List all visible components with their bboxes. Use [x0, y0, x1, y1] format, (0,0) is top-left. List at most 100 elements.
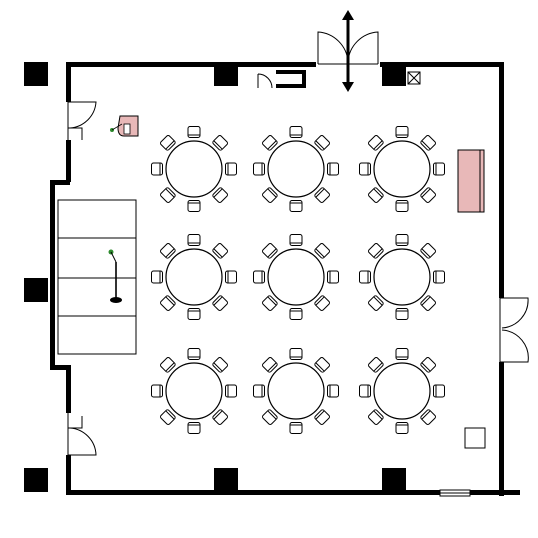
chair[interactable] — [289, 422, 303, 434]
round-table-group[interactable] — [253, 126, 339, 212]
chair[interactable] — [327, 384, 339, 398]
chair[interactable] — [212, 135, 228, 151]
chair[interactable] — [187, 126, 201, 138]
chair[interactable] — [368, 409, 384, 425]
round-table[interactable] — [165, 362, 223, 420]
chair[interactable] — [262, 135, 278, 151]
chair[interactable] — [262, 409, 278, 425]
round-table-group[interactable] — [151, 234, 237, 320]
round-table-group[interactable] — [151, 348, 237, 434]
chair[interactable] — [433, 162, 445, 176]
chair[interactable] — [395, 308, 409, 320]
chair[interactable] — [314, 135, 330, 151]
chair[interactable] — [368, 243, 384, 259]
round-table[interactable] — [373, 140, 431, 198]
chair[interactable] — [151, 384, 163, 398]
round-table-group[interactable] — [253, 234, 339, 320]
chair[interactable] — [420, 135, 436, 151]
round-table[interactable] — [165, 140, 223, 198]
chair[interactable] — [262, 357, 278, 373]
chair[interactable] — [187, 200, 201, 212]
chair[interactable] — [289, 126, 303, 138]
lectern[interactable] — [110, 115, 139, 137]
round-table[interactable] — [267, 248, 325, 306]
chair[interactable] — [160, 135, 176, 151]
round-table[interactable] — [267, 140, 325, 198]
chair[interactable] — [253, 384, 265, 398]
chair[interactable] — [327, 162, 339, 176]
round-table[interactable] — [267, 362, 325, 420]
left-door-upper[interactable] — [67, 101, 97, 140]
right-double-doors[interactable] — [499, 297, 529, 363]
chair[interactable] — [187, 234, 201, 246]
chair[interactable] — [395, 422, 409, 434]
chair[interactable] — [262, 243, 278, 259]
chair[interactable] — [212, 187, 228, 203]
chair[interactable] — [212, 295, 228, 311]
chair[interactable] — [225, 162, 237, 176]
chair[interactable] — [368, 187, 384, 203]
chair[interactable] — [160, 409, 176, 425]
chair[interactable] — [314, 357, 330, 373]
chair[interactable] — [151, 270, 163, 284]
round-table[interactable] — [373, 362, 431, 420]
chair[interactable] — [212, 357, 228, 373]
chair[interactable] — [160, 187, 176, 203]
chair[interactable] — [160, 243, 176, 259]
chair[interactable] — [420, 357, 436, 373]
chair[interactable] — [395, 348, 409, 360]
chair[interactable] — [395, 234, 409, 246]
main-double-doors[interactable] — [317, 10, 379, 92]
chair[interactable] — [289, 348, 303, 360]
chair[interactable] — [212, 409, 228, 425]
bottom-door[interactable] — [439, 489, 471, 497]
chair[interactable] — [327, 270, 339, 284]
chair[interactable] — [433, 384, 445, 398]
chair[interactable] — [253, 270, 265, 284]
chair[interactable] — [253, 162, 265, 176]
chair[interactable] — [262, 295, 278, 311]
round-table-group[interactable] — [151, 126, 237, 212]
chair[interactable] — [359, 162, 371, 176]
chair[interactable] — [289, 234, 303, 246]
chair[interactable] — [262, 187, 278, 203]
chair[interactable] — [368, 295, 384, 311]
round-table-group[interactable] — [359, 126, 445, 212]
buffet-table[interactable] — [457, 149, 485, 213]
stage[interactable] — [57, 199, 137, 355]
chair[interactable] — [289, 308, 303, 320]
chair[interactable] — [314, 409, 330, 425]
round-table[interactable] — [165, 248, 223, 306]
chair[interactable] — [225, 384, 237, 398]
chair[interactable] — [359, 384, 371, 398]
chair[interactable] — [433, 270, 445, 284]
chair[interactable] — [368, 135, 384, 151]
chair[interactable] — [314, 295, 330, 311]
chair[interactable] — [420, 409, 436, 425]
chair[interactable] — [420, 295, 436, 311]
chair[interactable] — [359, 270, 371, 284]
chair[interactable] — [420, 187, 436, 203]
round-table-group[interactable] — [359, 234, 445, 320]
chair[interactable] — [420, 243, 436, 259]
round-table-group[interactable] — [359, 348, 445, 434]
chair[interactable] — [187, 308, 201, 320]
chair[interactable] — [225, 270, 237, 284]
chair[interactable] — [160, 295, 176, 311]
chair[interactable] — [151, 162, 163, 176]
round-table[interactable] — [373, 248, 431, 306]
chair[interactable] — [289, 200, 303, 212]
chair[interactable] — [314, 187, 330, 203]
chair[interactable] — [368, 357, 384, 373]
chair[interactable] — [212, 243, 228, 259]
service-box[interactable] — [464, 427, 486, 449]
chair[interactable] — [187, 348, 201, 360]
chair[interactable] — [395, 200, 409, 212]
chair[interactable] — [314, 243, 330, 259]
left-door-lower[interactable] — [67, 413, 97, 456]
chair[interactable] — [160, 357, 176, 373]
round-table-group[interactable] — [253, 348, 339, 434]
chair-back — [373, 188, 383, 198]
chair[interactable] — [395, 126, 409, 138]
chair[interactable] — [187, 422, 201, 434]
